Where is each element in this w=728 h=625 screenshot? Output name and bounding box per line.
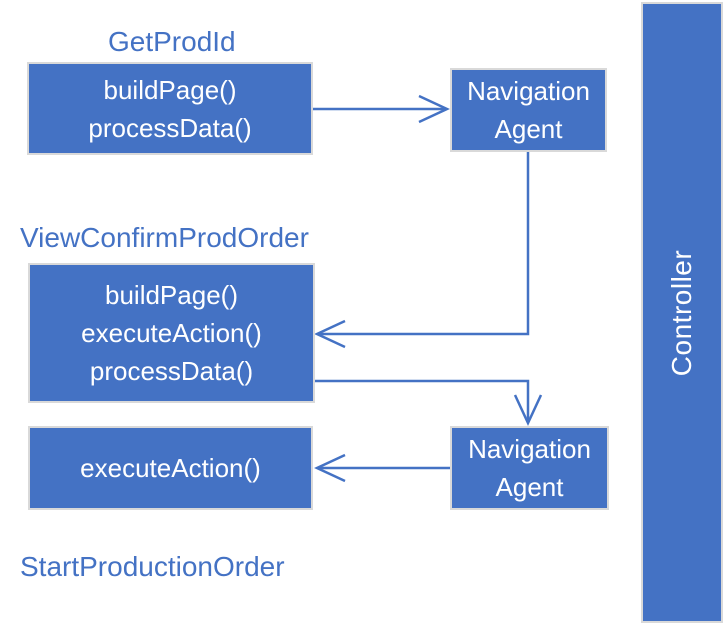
box-viewconfirm-methods: buildPage() executeAction() processData(… [28, 263, 315, 403]
controller-label: Controller [666, 249, 698, 376]
box-label: Navigation [468, 434, 591, 464]
box-navigation-agent-2: Navigation Agent [450, 426, 609, 510]
box-label: Navigation [467, 76, 590, 106]
method-label: processData() [88, 112, 252, 143]
flow-label-getprodid: GetProdId [108, 26, 236, 57]
method-label: processData() [89, 356, 254, 386]
flow-label-viewconfirmprodorder: ViewConfirmProdOrder [20, 222, 309, 253]
method-label: buildPage() [103, 74, 237, 105]
arrow-navagent2-to-executeaction [314, 453, 450, 483]
box-navigation-agent-1: Navigation Agent [450, 68, 607, 152]
arrow-navagent1-to-viewconfirm [314, 152, 530, 349]
flow-label-startproductionorder: StartProductionOrder [20, 551, 285, 582]
box-getprodid-methods: buildPage() processData() [27, 62, 313, 155]
box-label: Agent [494, 114, 563, 144]
arrow-viewconfirm-to-navagent2 [315, 379, 543, 426]
box-executeaction-method: executeAction() [28, 426, 313, 510]
arrow-getprodid-to-navagent1 [313, 94, 450, 124]
method-label: executeAction() [81, 318, 262, 348]
method-label: buildPage() [105, 280, 238, 310]
method-label: executeAction() [80, 453, 261, 483]
box-label: Agent [495, 472, 564, 502]
box-controller: Controller [641, 2, 723, 623]
